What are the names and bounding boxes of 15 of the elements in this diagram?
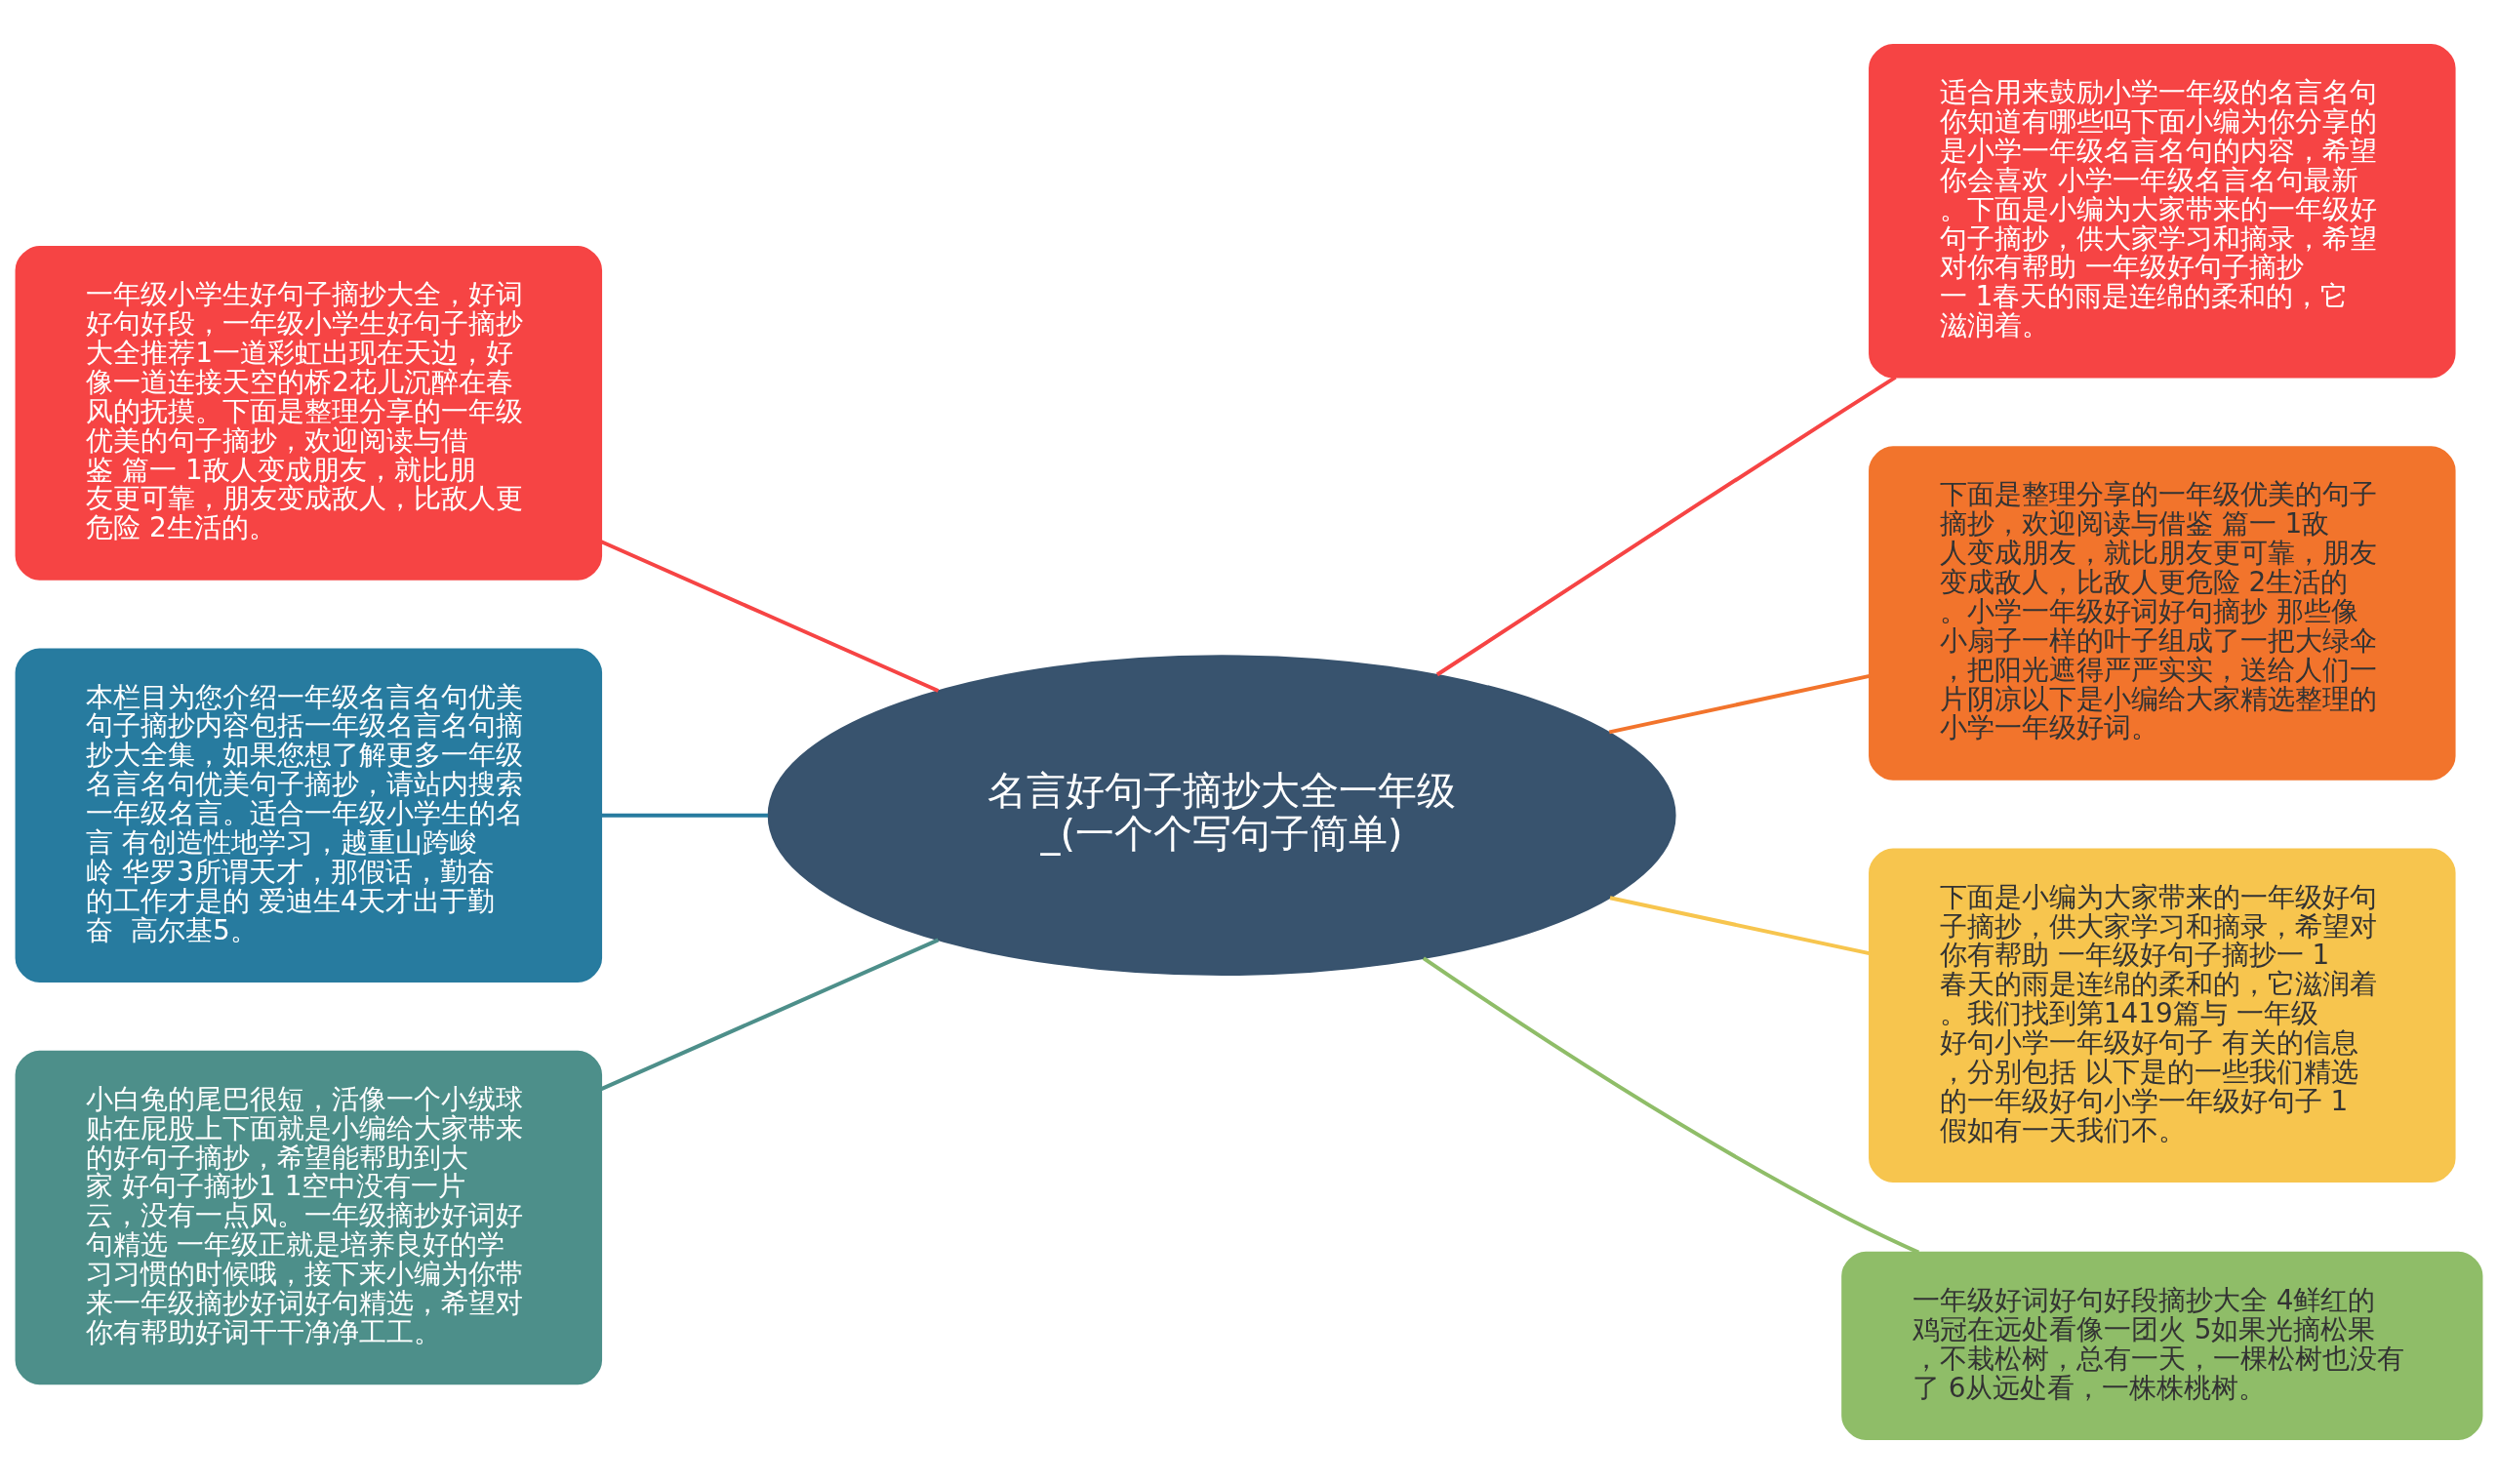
connector [601,813,769,818]
node-box: 适合用来鼓励小学一年级的名言名句你知道有哪些吗下面小编为你分享的是小学一年级名言名句的内容，希望你会喜欢 小学一年级名言名句最新。下面是小编为大家带来的一年级好句子摘抄，供大家学习和摘录，希望对你有帮助 一年级好句子摘抄一 1春天的雨是连绵的柔和的，它滋润着。 [1869,43,2456,379]
node-ellipse: 名言好句子摘抄大全一年级_(一个个写句子简单) [767,655,1676,977]
connector [1422,956,1920,1255]
node-box: 下面是整理分享的一年级优美的句子摘抄，欢迎阅读与借鉴 篇一 1敌人变成朋友，就比朋友更可靠，朋友变成敌人，比敌人更危险 2生活的。小学一年级好词好句摘抄 那些像小扇子一样的叶子组成了一把大绿伞，把阳光遮得严严实实，送给人们一片阴凉以下是小编给大家精选整理的小学一年级好词。 [1869,446,2456,781]
node-box: 本栏目为您介绍一年级名言名句优美句子摘抄内容包括一年级名言名句摘抄大全集，如果您想了解更多一年级名言名句优美句子摘抄，请站内搜索一年级名言。适合一年级小学生的名言 有创造性地学习，越重山跨峻岭 华罗3所谓天才，那假话，勤奋的工作才是的 爱迪生4天才出于勤奋 高尔基5。 [15,648,603,983]
node-box: 小白兔的尾巴很短，活像一个小绒球贴在屁股上下面就是小编给大家带来的好句子摘抄，希望能帮助到大家 好句子摘抄1 1空中没有一片云，没有一点风。一年级摘抄好词好句精选 一年级正就是培养良好的学习习惯的时候哦，接下来小编为你带来一年级摘抄好词好句精选，希望对你有帮助好词干干净净工工。 [15,1050,603,1385]
connector [600,540,940,693]
connector [1435,375,1897,677]
node-box: 一年级好词好句好段摘抄大全 4鲜红的鸡冠在远处看像一团火 5如果光摘松果，不栽松树，总有一天，一棵松树也没有了 6从远处看，一株株桃树。 [1841,1251,2483,1441]
connector [1608,673,1871,735]
connector [1609,896,1871,956]
node-box: 下面是小编为大家带来的一年级好句子摘抄，供大家学习和摘录，希望对你有帮助 一年级好句子摘抄一 1春天的雨是连绵的柔和的，它滋润着。我们找到第1419篇与 一年级好句小学一年级好句子 有关的信息，分别包括 以下是的一些我们精选的一年级好句小学一年级好句子 1假如有一天我们不。 [1869,848,2456,1183]
node-box: 一年级小学生好句子摘抄大全，好词好句好段，一年级小学生好句子摘抄大全推荐1一道彩虹出现在天边，好像一道连接天空的桥2花儿沉醉在春风的抚摸。下面是整理分享的一年级优美的句子摘抄，欢迎阅读与借鉴 篇一 1敌人变成朋友，就比朋友更可靠，朋友变成敌人，比敌人更危险 2生活的。 [15,246,603,581]
connector [600,938,940,1091]
